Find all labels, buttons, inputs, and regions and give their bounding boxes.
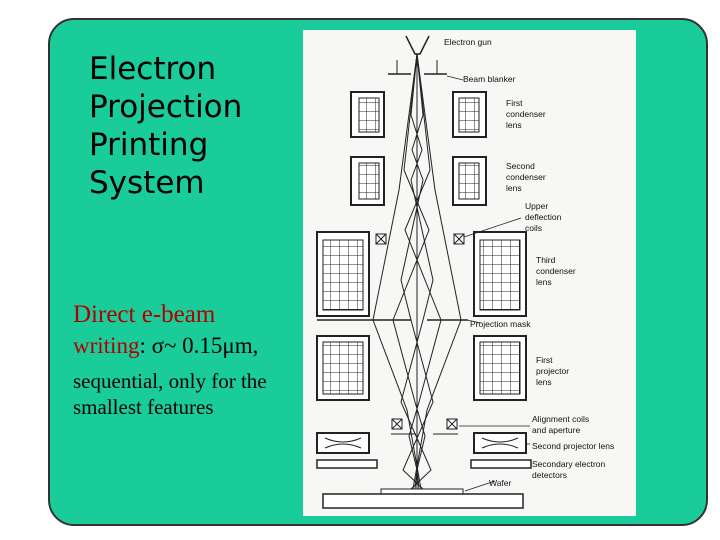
label-third-condenser-3: lens [536, 277, 552, 287]
label-electron-gun: Electron gun [444, 37, 492, 47]
label-second-condenser-1: Second [506, 161, 535, 171]
second-condenser-lens-icon [350, 156, 487, 206]
alignment-coils-icon [391, 418, 458, 435]
label-third-condenser-1: Third [536, 255, 556, 265]
third-condenser-lens-icon [316, 231, 527, 317]
first-projector-lens-icon [316, 335, 527, 401]
label-secondary-detectors-1: Secondary electron [532, 459, 606, 469]
label-second-condenser-3: lens [506, 183, 522, 193]
title-line: Electron [89, 51, 217, 87]
body-text: Direct e-beam writing: σ~ 0.15μm, sequen… [73, 300, 309, 420]
writing-word: writing [73, 333, 140, 358]
label-first-projector-3: lens [536, 377, 552, 387]
label-wafer: Wafer [489, 478, 512, 488]
label-second-projector: Second projector lens [532, 441, 614, 451]
epps-diagram-svg: Electron gun Beam blanker First condense… [316, 35, 614, 509]
slide-title: Electron Projection Printing System [89, 50, 289, 202]
label-upper-deflection-2: deflection [525, 212, 562, 222]
first-condenser-lens-icon [350, 91, 487, 138]
epps-diagram: Electron gun Beam blanker First condense… [303, 30, 636, 516]
label-beam-blanker: Beam blanker [463, 74, 516, 84]
label-upper-deflection-1: Upper [525, 201, 548, 211]
electron-gun-icon [405, 35, 430, 55]
label-second-condenser-2: condenser [506, 172, 546, 182]
label-secondary-detectors-2: detectors [532, 470, 567, 480]
label-first-projector-1: First [536, 355, 553, 365]
emphasis-text: Direct e-beam [73, 301, 216, 328]
label-upper-deflection-3: coils [525, 223, 542, 233]
writing-line: writing: σ~ 0.15μm, [73, 330, 309, 362]
title-line: Printing [89, 127, 209, 163]
leader-lines [446, 75, 530, 492]
title-line: System [89, 165, 205, 201]
description-text: sequential, only for the smallest featur… [73, 369, 267, 419]
label-third-condenser-2: condenser [536, 266, 576, 276]
upper-deflection-coils-icon [375, 233, 465, 245]
electron-beam-rays [372, 53, 462, 490]
resolution-text: : σ~ 0.15μm, [139, 333, 259, 358]
beam-blanker-icon [388, 60, 447, 75]
label-first-condenser-3: lens [506, 120, 522, 130]
label-first-projector-2: projector [536, 366, 569, 376]
label-first-condenser-2: condenser [506, 109, 546, 119]
second-projector-lens-icon [316, 432, 527, 454]
secondary-detectors-icon [316, 459, 532, 469]
label-alignment-2: and aperture [532, 425, 580, 435]
label-alignment-1: Alignment coils [532, 414, 589, 424]
wafer-icon [322, 488, 524, 509]
title-line: Projection [89, 89, 243, 125]
label-projection-mask: Projection mask [470, 319, 531, 329]
label-first-condenser-1: First [506, 98, 523, 108]
